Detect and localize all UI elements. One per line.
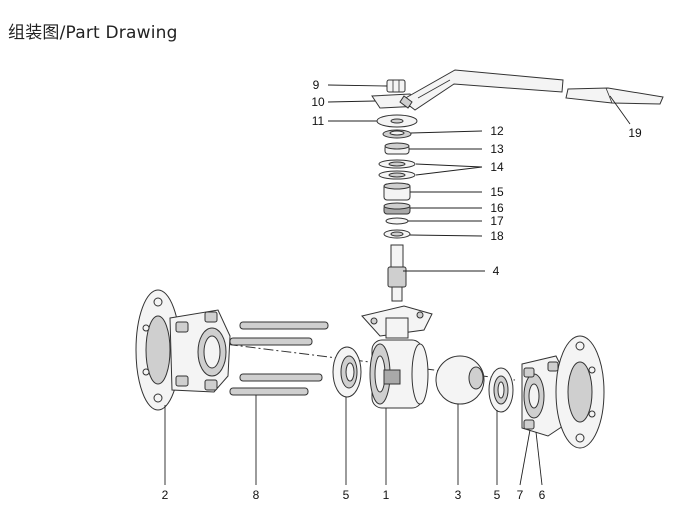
part-gland <box>383 182 411 201</box>
leader-lines <box>164 84 631 486</box>
callout-3: 3 <box>455 488 462 502</box>
page-title: 组装图/Part Drawing <box>8 23 178 43</box>
callout-2: 2 <box>162 488 169 502</box>
callout-6: 6 <box>539 488 546 502</box>
callout-8: 8 <box>253 488 260 502</box>
part-washer <box>376 114 418 128</box>
callout-15: 15 <box>490 185 504 199</box>
callout-12: 12 <box>490 124 504 138</box>
callout-7: 7 <box>517 488 524 502</box>
callout-labels: 9 10 11 12 13 14 15 16 17 18 4 19 2 8 5 … <box>162 78 642 502</box>
callout-4: 4 <box>493 264 500 278</box>
callout-5-right: 5 <box>494 488 501 502</box>
part-belleville-washers <box>378 159 416 180</box>
part-stem <box>387 244 407 302</box>
part-stem-ring-12 <box>382 129 412 139</box>
part-nut <box>386 79 406 93</box>
part-o-ring <box>385 217 409 225</box>
part-packing <box>383 202 411 215</box>
callout-13: 13 <box>490 142 504 156</box>
callout-18: 18 <box>490 229 504 243</box>
part-left-end-cap <box>135 289 231 411</box>
callout-19: 19 <box>628 126 642 140</box>
callout-14: 14 <box>490 160 504 174</box>
part-seat-left <box>332 346 362 398</box>
callout-16: 16 <box>490 201 504 215</box>
part-right-end-cap <box>521 335 605 449</box>
callout-9: 9 <box>313 78 320 92</box>
part-body <box>361 305 433 409</box>
callout-11: 11 <box>312 114 325 128</box>
part-handle-sleeve <box>565 87 664 105</box>
part-seat-right <box>488 367 514 413</box>
callout-17: 17 <box>490 214 504 228</box>
callout-5-left: 5 <box>343 488 350 502</box>
part-studs <box>229 321 329 396</box>
callout-10: 10 <box>311 95 325 109</box>
part-ball <box>435 355 485 405</box>
part-thrust-washer <box>383 229 411 239</box>
part-handle <box>371 69 564 111</box>
callout-1: 1 <box>383 488 390 502</box>
part-stem-ring-13 <box>384 142 410 155</box>
